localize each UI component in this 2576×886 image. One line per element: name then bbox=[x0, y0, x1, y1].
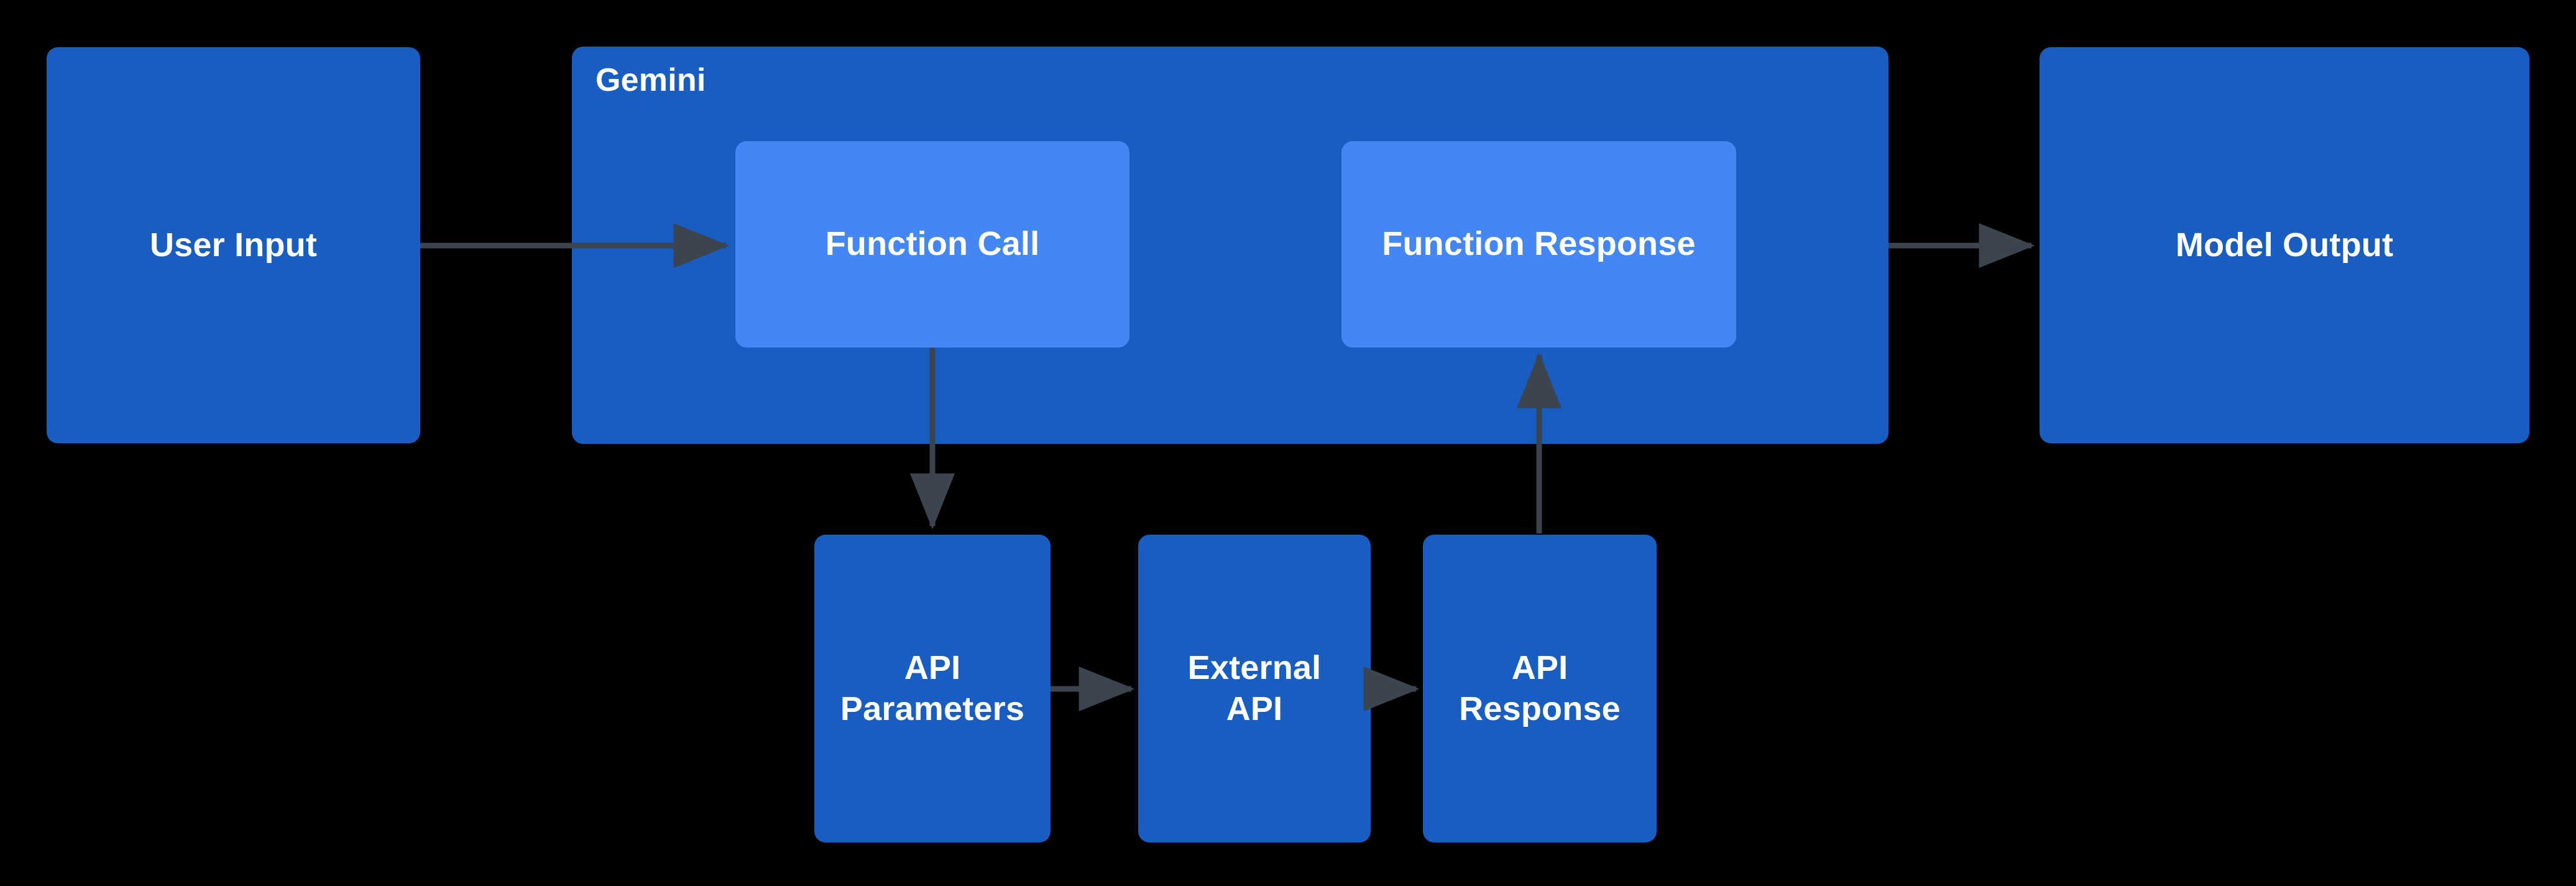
node-model-output[interactable]: Model Output bbox=[2040, 47, 2529, 443]
node-external-api-label: External API bbox=[1187, 648, 1322, 727]
node-api-parameters[interactable]: API Parameters bbox=[814, 535, 1051, 842]
node-api-parameters-label: API Parameters bbox=[840, 648, 1025, 727]
node-api-response-label: API Response bbox=[1459, 648, 1621, 727]
node-external-api[interactable]: External API bbox=[1138, 535, 1371, 842]
node-function-call[interactable]: Function Call bbox=[735, 141, 1129, 348]
node-user-input[interactable]: User Input bbox=[47, 47, 420, 443]
node-function-call-label: Function Call bbox=[825, 225, 1040, 263]
gemini-group-label: Gemini bbox=[596, 62, 706, 98]
node-function-response[interactable]: Function Response bbox=[1341, 141, 1736, 348]
node-api-response[interactable]: API Response bbox=[1423, 535, 1657, 842]
node-function-response-label: Function Response bbox=[1382, 225, 1696, 263]
node-model-output-label: Model Output bbox=[2175, 226, 2394, 264]
node-user-input-label: User Input bbox=[149, 226, 318, 264]
